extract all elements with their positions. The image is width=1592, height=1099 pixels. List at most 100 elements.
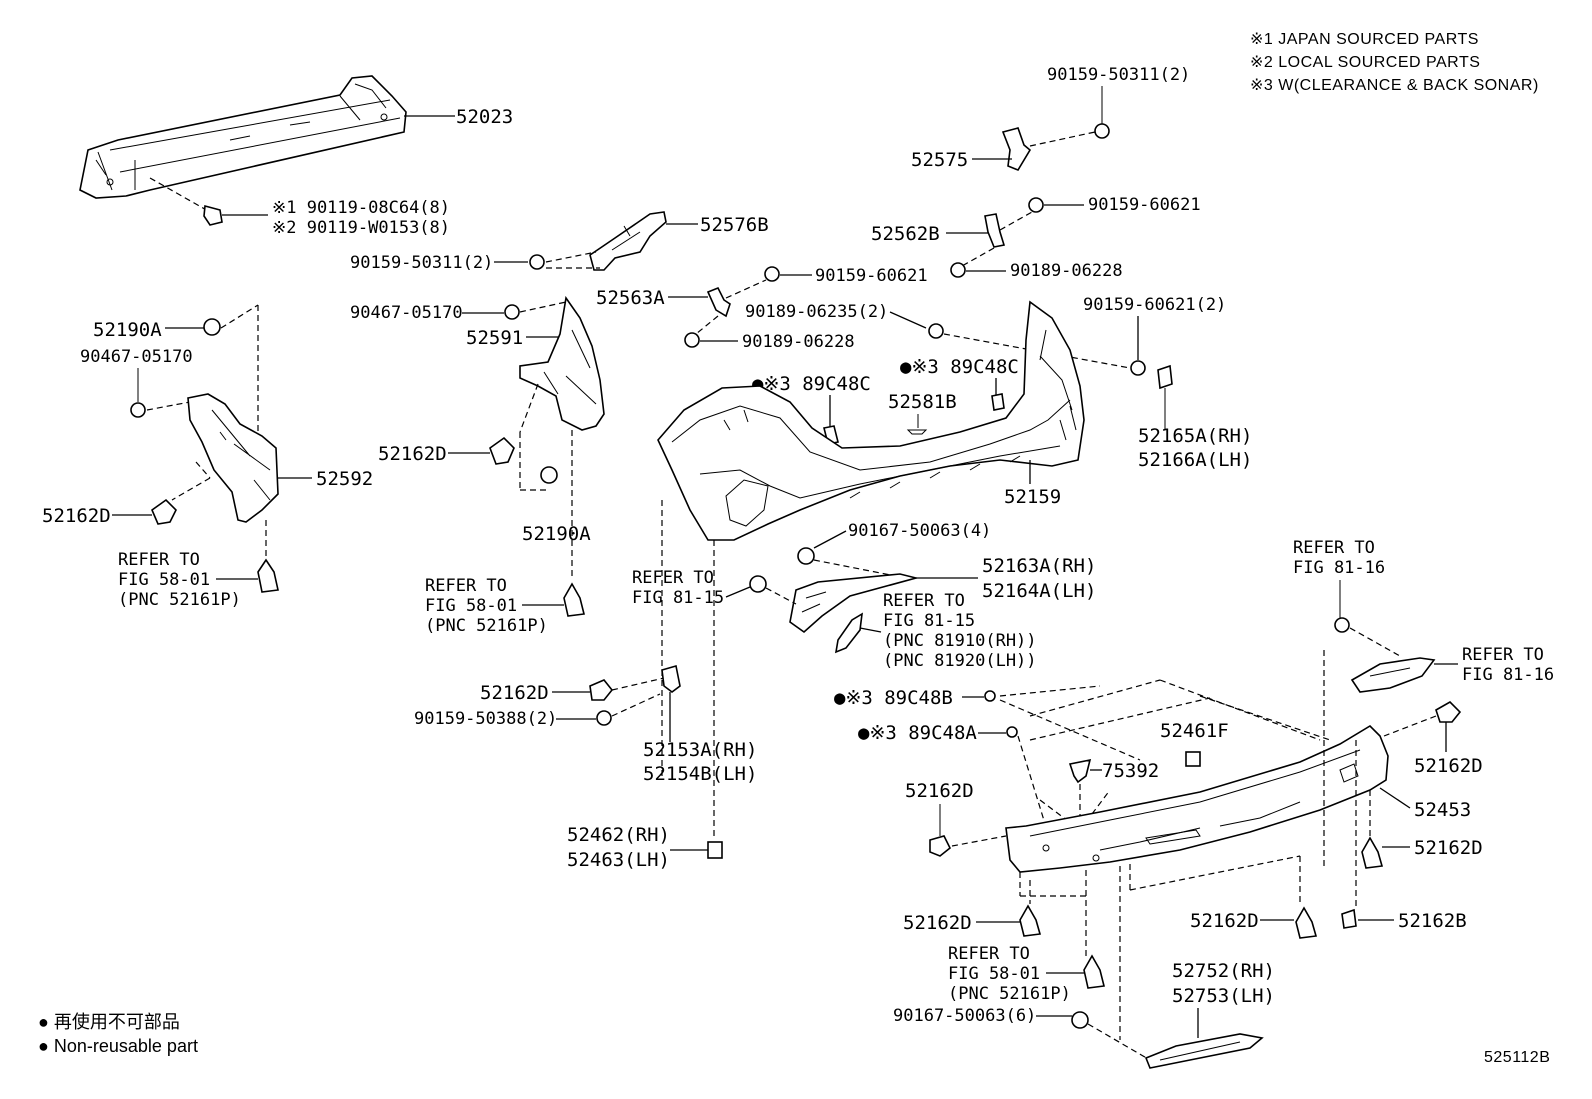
label-52190A-b: 52190A [522, 523, 591, 545]
ref-e-line2: FIG 81-16 [1293, 558, 1385, 578]
push-clip-icon[interactable] [257, 558, 279, 593]
ref-c-line2: FIG 81-15 [632, 588, 724, 608]
reflector-lower-icon[interactable] [1350, 657, 1436, 693]
bracket-52576B[interactable] [589, 211, 667, 271]
pad-52162B[interactable] [1341, 908, 1357, 929]
label-90467-05170-b: 90467-05170 [350, 303, 463, 323]
label-90167-50063-4: 90167-50063(4) [848, 521, 991, 541]
label-52164A: 52164A(LH) [982, 580, 1096, 602]
clip-icon[interactable] [589, 679, 614, 701]
label-52162D-d: 52162D [905, 780, 974, 802]
retainer-75392-icon[interactable] [1068, 758, 1092, 784]
ref-b-line1: REFER TO [425, 576, 507, 596]
label-52753: 52753(LH) [1172, 985, 1275, 1007]
side-bracket-52592[interactable] [187, 393, 279, 523]
push-clip-icon[interactable] [563, 582, 585, 617]
ref-g-line2: FIG 58-01 [948, 964, 1040, 984]
ref-f-line1: REFER TO [1462, 645, 1544, 665]
clip-icon[interactable] [151, 498, 177, 525]
clip-icon[interactable] [1435, 701, 1462, 723]
push-clip-icon[interactable] [1083, 954, 1105, 989]
label-89C48C-a: ●※3 89C48C [752, 373, 871, 395]
label-90159-60621-c: 90159-60621(2) [1083, 295, 1226, 315]
lower-bumper-52453[interactable] [1005, 724, 1389, 873]
retainer-52165A[interactable] [1157, 364, 1173, 390]
ref-d-line2: FIG 81-15 [883, 611, 975, 631]
clip-icon[interactable] [764, 266, 780, 282]
clip-icon[interactable] [130, 402, 146, 418]
label-90159-50311-b: 90159-50311(2) [350, 253, 493, 273]
label-89C48C-b: ●※3 89C48C [900, 356, 1019, 378]
rear-bumper-cover-52159[interactable] [657, 300, 1085, 541]
bolt-icon[interactable] [529, 254, 545, 270]
side-bracket-52591[interactable] [519, 295, 605, 431]
pad-52462[interactable] [707, 841, 723, 859]
label-52575: 52575 [911, 149, 968, 171]
label-89C48B: ●※3 89C48B [834, 687, 953, 709]
reflector-icon[interactable] [834, 612, 863, 654]
ref-d-line1: REFER TO [883, 591, 965, 611]
label-52159: 52159 [1004, 486, 1061, 508]
label-52592: 52592 [316, 468, 373, 490]
label-90167-50063-6: 90167-50063(6) [893, 1006, 1036, 1026]
label-52162D-e: 52162D [1414, 755, 1483, 777]
side-retainer-52163A[interactable] [789, 573, 920, 634]
ref-d-line4: (PNC 81920(LH)) [883, 651, 1037, 671]
bracket-52562B[interactable] [984, 213, 1006, 248]
label-52154B: 52154B(LH) [643, 763, 757, 785]
label-52162B: 52162B [1398, 910, 1467, 932]
pad-52461F[interactable] [1185, 751, 1201, 767]
label-75392: 75392 [1102, 760, 1159, 782]
clip-icon[interactable] [929, 835, 952, 857]
legend-en: ● Non-reusable part [38, 1036, 198, 1056]
ref-a-line1: REFER TO [118, 550, 200, 570]
nut-icon[interactable] [684, 332, 700, 348]
label-52752: 52752(RH) [1172, 960, 1275, 982]
label-52591: 52591 [466, 327, 523, 349]
label-52162D-c: 52162D [480, 682, 549, 704]
ref-g-line3: (PNC 52161P) [948, 984, 1071, 1004]
ref-a-line3: (PNC 52161P) [118, 590, 241, 610]
label-90189-06228-a: 90189-06228 [1010, 261, 1123, 281]
garnish-52752[interactable] [1144, 1033, 1264, 1069]
clip-icon[interactable] [1334, 617, 1350, 633]
label-52563A: 52563A [596, 287, 665, 309]
rear-bumper-reinforcement[interactable] [79, 75, 407, 199]
push-clip-icon[interactable] [1295, 906, 1318, 939]
push-clip-icon[interactable] [1361, 836, 1384, 869]
clip-icon[interactable] [928, 323, 944, 339]
clip-icon[interactable] [504, 304, 520, 320]
bracket-52153A[interactable] [661, 664, 681, 693]
label-52461F: 52461F [1160, 720, 1229, 742]
sensor-bracket-icon[interactable] [991, 393, 1005, 411]
label-52162D-f: 52162D [1414, 837, 1483, 859]
ref-c-line1: REFER TO [632, 568, 714, 588]
bolt-icon[interactable] [1130, 360, 1146, 376]
label-52153A: 52153A(RH) [643, 739, 757, 761]
label-89C48A: ●※3 89C48A [858, 722, 977, 744]
label-90189-06235: 90189-06235(2) [745, 302, 888, 322]
figure-id: 525112B [1484, 1049, 1550, 1066]
notes-block: ※1 JAPAN SOURCED PARTS ※2 LOCAL SOURCED … [1250, 31, 1539, 94]
legend-jp: ● 再使用不可部品 [38, 1012, 180, 1032]
nut-icon[interactable] [950, 262, 966, 278]
clip-icon[interactable] [749, 575, 767, 593]
note-clearance-sonar: ※3 W(CLEARANCE & BACK SONAR) [1250, 77, 1539, 94]
sensor-icon[interactable] [1006, 726, 1018, 738]
bracket-52575[interactable] [1001, 127, 1032, 171]
clip-icon[interactable] [1094, 123, 1110, 139]
nut-icon[interactable] [540, 466, 558, 484]
nut-icon[interactable] [203, 318, 221, 336]
bracket-52563A[interactable] [706, 286, 731, 318]
clip-icon[interactable] [1028, 197, 1044, 213]
label-52581B: 52581B [888, 391, 957, 413]
bolt-icon[interactable] [596, 710, 612, 726]
clip-icon[interactable] [489, 436, 515, 465]
bolt-icon[interactable] [203, 204, 223, 226]
clip-icon[interactable] [797, 547, 815, 565]
push-clip-icon[interactable] [1019, 904, 1042, 937]
ref-f-line2: FIG 81-16 [1462, 665, 1554, 685]
clip-icon[interactable] [1071, 1011, 1089, 1029]
sensor-icon[interactable] [984, 690, 996, 702]
